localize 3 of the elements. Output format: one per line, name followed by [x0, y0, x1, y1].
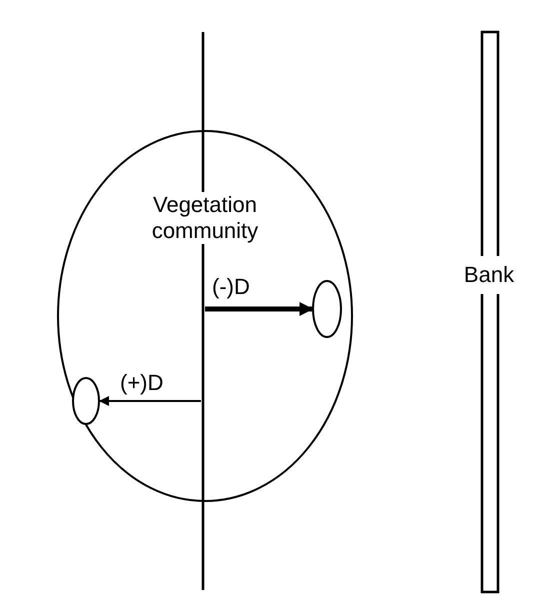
community-ellipse: [57, 130, 353, 502]
arrow: [205, 302, 314, 316]
arrow: [99, 396, 201, 406]
